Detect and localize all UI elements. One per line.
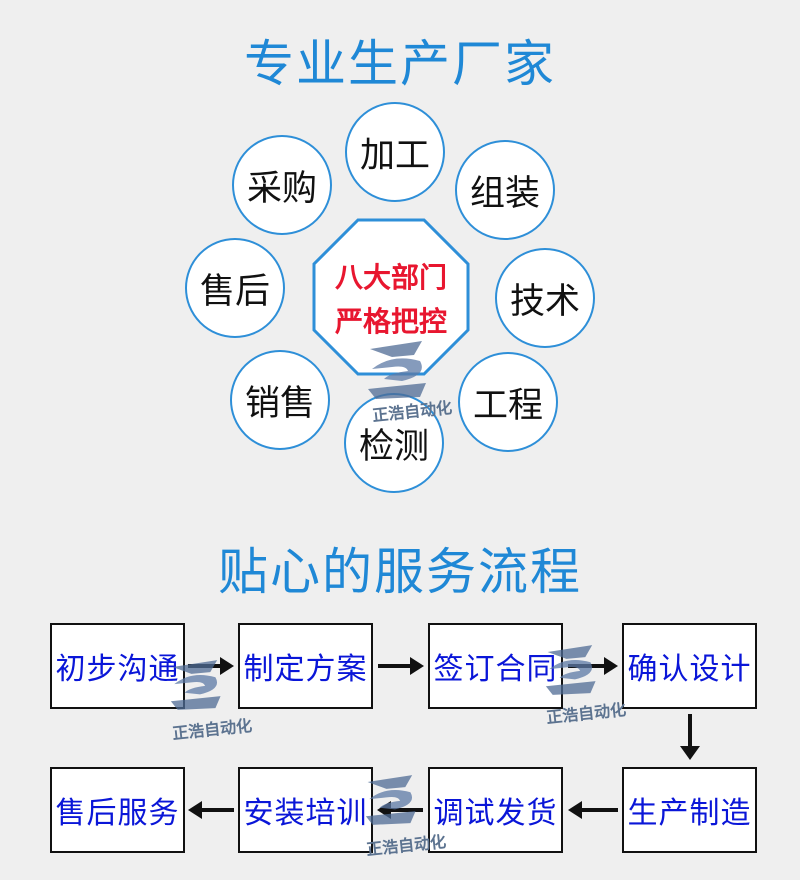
process-step-initial-communication: 初步沟通 [50, 623, 185, 709]
arrow-right-icon [378, 657, 424, 675]
center-text-line1: 八大部门 [334, 261, 447, 294]
process-step-confirm-design: 确认设计 [622, 623, 757, 709]
watermark-logo-icon [365, 775, 416, 825]
dept-circle-processing: 加工 [345, 102, 445, 202]
watermark-logo-icon [170, 660, 221, 710]
arrow-left-icon [568, 801, 618, 819]
process-step-make-plan: 制定方案 [238, 623, 373, 709]
process-step-install-training: 安装培训 [238, 767, 373, 853]
dept-circle-after-sales: 售后 [185, 238, 285, 338]
process-step-after-sales-service: 售后服务 [50, 767, 185, 853]
factory-title: 专业生产厂家 [244, 35, 556, 93]
watermark-text: 正浩自动化 [171, 715, 253, 744]
process-step-manufacturing: 生产制造 [622, 767, 757, 853]
center-octagon [312, 218, 470, 376]
dept-circle-engineering: 工程 [458, 352, 558, 452]
dept-circle-inspection: 检测 [344, 393, 444, 493]
dept-circle-purchasing: 采购 [232, 135, 332, 235]
arrow-left-icon [188, 801, 234, 819]
process-step-sign-contract: 签订合同 [428, 623, 563, 709]
watermark-logo-icon [545, 645, 596, 695]
process-step-debug-ship: 调试发货 [428, 767, 563, 853]
dept-circle-sales: 销售 [230, 350, 330, 450]
arrow-down-icon [680, 714, 700, 760]
watermark-logo-icon [368, 341, 426, 399]
service-title: 贴心的服务流程 [218, 543, 582, 601]
watermark-text: 正浩自动化 [365, 831, 447, 860]
dept-circle-technology: 技术 [495, 248, 595, 348]
center-text-line2: 严格把控 [334, 305, 447, 338]
dept-circle-assembly: 组装 [455, 140, 555, 240]
